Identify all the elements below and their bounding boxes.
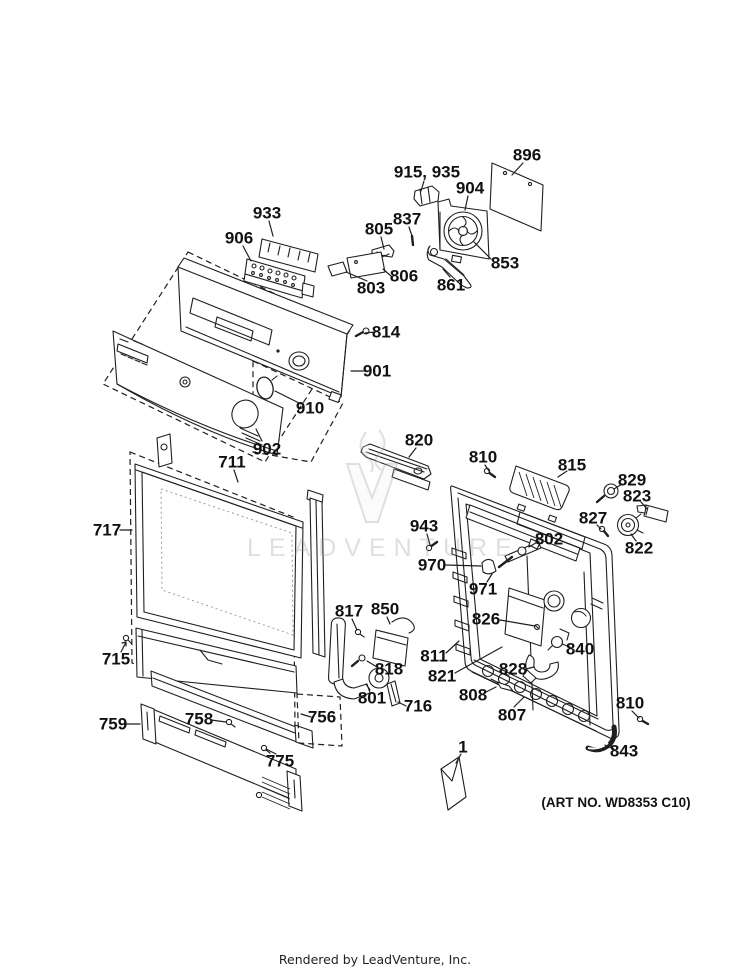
part-label-823[interactable]: 823 <box>623 487 651 506</box>
part-823-cylinder <box>636 504 669 523</box>
part-828-latch-hook <box>522 654 559 684</box>
part-label-716[interactable]: 716 <box>404 697 432 716</box>
part-label-861[interactable]: 861 <box>437 276 465 295</box>
part-label-711[interactable]: 711 <box>218 453 245 472</box>
part-label-759[interactable]: 759 <box>99 715 127 734</box>
part-label-810-bottom[interactable]: 810 <box>616 694 644 713</box>
part-door-side-channel <box>306 489 326 658</box>
part-715-screw <box>122 634 133 645</box>
art-number: (ART NO. WD8353 C10) <box>541 795 690 810</box>
part-lower-door-panel <box>135 627 298 694</box>
part-808-clip <box>490 678 514 692</box>
part-label-822[interactable]: 822 <box>625 539 653 558</box>
part-label-910[interactable]: 910 <box>296 399 324 418</box>
part-label-1[interactable]: 1 <box>458 738 467 757</box>
part-label-826[interactable]: 826 <box>472 610 500 629</box>
part-827-screw <box>598 525 610 538</box>
part-label-850[interactable]: 850 <box>371 600 399 619</box>
part-label-943[interactable]: 943 <box>410 517 438 536</box>
part-label-906[interactable]: 906 <box>225 229 253 248</box>
part-896-access-panel <box>489 162 544 232</box>
door-dashed-outline <box>129 451 296 729</box>
part-775-screw <box>260 744 271 754</box>
part-933-indicator-strip <box>258 238 319 273</box>
part-711-outer-door-panel <box>134 433 304 659</box>
part-904-fan-housing <box>437 198 490 264</box>
part-label-756[interactable]: 756 <box>308 708 336 727</box>
part-759-toe-panel <box>140 703 303 812</box>
part-labels: 915, 935 896 904 837 805 933 906 853 806… <box>93 146 653 771</box>
part-label-758[interactable]: 758 <box>185 710 213 729</box>
part-label-806[interactable]: 806 <box>390 267 418 286</box>
part-837-pin <box>410 234 415 247</box>
part-dispenser-module <box>504 587 604 647</box>
part-label-821[interactable]: 821 <box>428 667 456 686</box>
part-label-915-935[interactable]: 915, 935 <box>394 163 460 182</box>
part-826-screw <box>534 624 540 630</box>
part-label-803[interactable]: 803 <box>357 279 385 298</box>
part-label-840[interactable]: 840 <box>566 640 594 659</box>
part-label-808[interactable]: 808 <box>459 686 487 705</box>
part-1-literature-packet <box>440 756 467 811</box>
part-901-console <box>177 257 354 404</box>
part-820-handle <box>360 443 432 491</box>
part-label-843[interactable]: 843 <box>610 742 638 761</box>
part-910-knob <box>256 375 278 400</box>
part-817-screw <box>354 628 365 638</box>
part-label-815[interactable]: 815 <box>558 456 586 475</box>
toe-bracket-dashed-outline <box>296 693 343 747</box>
part-label-817[interactable]: 817 <box>335 602 363 621</box>
part-801-hinge-arm <box>327 617 390 700</box>
part-803-board-cover <box>327 251 386 279</box>
part-970-cap <box>481 558 497 575</box>
part-818-bolt <box>350 654 366 668</box>
part-label-717[interactable]: 717 <box>93 521 121 540</box>
part-label-970[interactable]: 970 <box>418 556 446 575</box>
part-label-811[interactable]: 811 <box>420 647 447 666</box>
part-758-screw <box>225 718 236 728</box>
part-label-828[interactable]: 828 <box>499 660 527 679</box>
part-label-820[interactable]: 820 <box>405 431 433 450</box>
part-840-knob <box>547 635 564 651</box>
part-label-902[interactable]: 902 <box>253 440 281 459</box>
part-label-853[interactable]: 853 <box>491 254 519 273</box>
part-label-901[interactable]: 901 <box>363 362 391 381</box>
part-label-818[interactable]: 818 <box>375 660 403 679</box>
part-label-802[interactable]: 802 <box>535 530 563 549</box>
part-829-grommet <box>595 483 619 504</box>
part-label-827[interactable]: 827 <box>579 509 607 528</box>
part-label-933[interactable]: 933 <box>253 204 281 223</box>
watermark: LEADVENTURE <box>247 429 520 562</box>
part-822-dial <box>616 513 644 537</box>
part-label-715[interactable]: 715 <box>102 650 130 669</box>
part-814-screw <box>354 327 370 338</box>
part-810-screw-top <box>483 467 497 479</box>
part-label-896[interactable]: 896 <box>513 146 541 165</box>
part-815-vent-grille <box>509 465 570 523</box>
part-label-904[interactable]: 904 <box>456 179 485 198</box>
part-label-814[interactable]: 814 <box>372 323 401 342</box>
footer-credit: Rendered by LeadVenture, Inc. <box>279 952 471 967</box>
part-943-screw <box>425 540 439 552</box>
part-906-control-board <box>243 258 315 299</box>
part-850-bracket <box>372 617 415 667</box>
part-label-801[interactable]: 801 <box>358 689 386 708</box>
leader-lines <box>119 162 648 764</box>
part-label-971[interactable]: 971 <box>469 580 497 599</box>
part-843-drain-tube <box>585 724 617 753</box>
part-902-escutcheon <box>112 330 284 456</box>
part-label-805[interactable]: 805 <box>365 220 393 239</box>
part-label-837[interactable]: 837 <box>393 210 421 229</box>
watermark-text: LEADVENTURE <box>247 534 520 562</box>
part-861-bracket <box>426 245 472 289</box>
part-label-810-top[interactable]: 810 <box>469 448 497 467</box>
leadventure-flame-logo-icon <box>345 429 399 523</box>
part-label-775[interactable]: 775 <box>266 752 294 771</box>
part-label-829[interactable]: 829 <box>618 471 646 490</box>
part-label-807[interactable]: 807 <box>498 706 526 725</box>
part-915-935-insulator <box>413 185 440 207</box>
